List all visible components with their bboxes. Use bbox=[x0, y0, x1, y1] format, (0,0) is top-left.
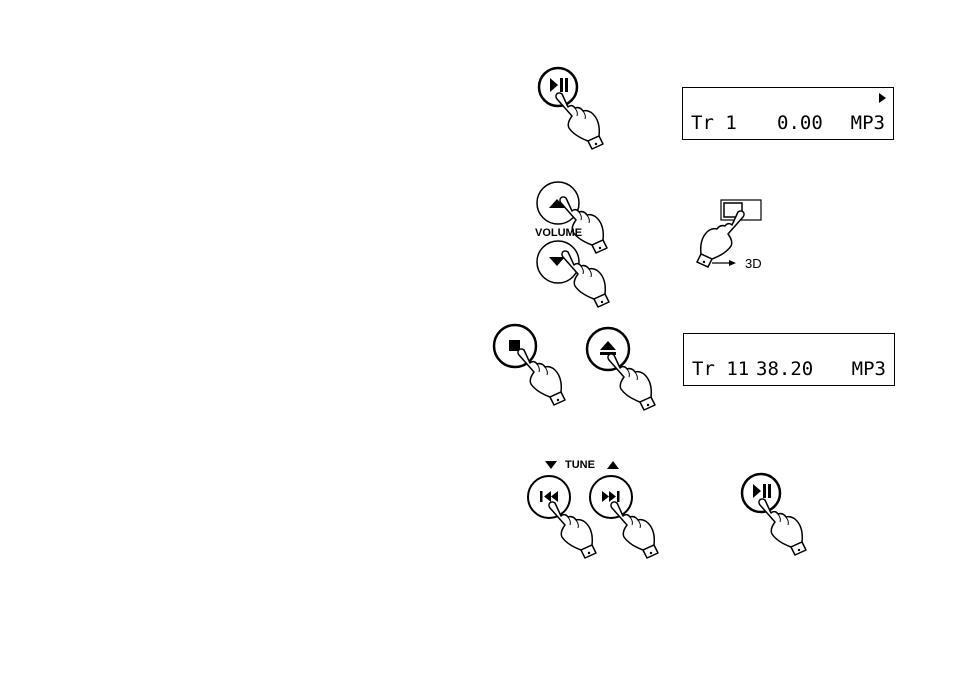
lcd-time: 38.20 bbox=[756, 358, 813, 380]
volume-label: VOLUME bbox=[535, 227, 582, 239]
play-pause-button-icon bbox=[539, 68, 603, 149]
pointing-hand-icon bbox=[518, 349, 565, 405]
tune-down-arrow-icon bbox=[545, 461, 557, 469]
play-triangle-icon bbox=[879, 93, 887, 103]
skip-forward-button-icon bbox=[590, 476, 658, 558]
lcd-display-2: Tr 11 38.20 MP3 bbox=[683, 333, 895, 386]
pointing-hand-icon bbox=[549, 502, 596, 558]
lcd-format: MP3 bbox=[851, 112, 885, 134]
lcd-track: Tr 11 bbox=[692, 358, 749, 380]
volume-up-button-icon bbox=[537, 182, 607, 253]
play-pause-button-icon bbox=[742, 474, 806, 555]
lcd-track: Tr 1 bbox=[691, 112, 737, 134]
tune-up-arrow-icon bbox=[607, 461, 619, 469]
stop-button-icon bbox=[494, 325, 565, 405]
skip-back-button-icon bbox=[528, 476, 596, 558]
3d-label: 3D bbox=[745, 256, 762, 271]
pointing-hand-icon bbox=[556, 93, 603, 149]
lcd-format: MP3 bbox=[852, 358, 886, 380]
pointing-hand-icon bbox=[759, 499, 806, 555]
tune-label: TUNE bbox=[565, 459, 595, 471]
pointing-hand-icon bbox=[611, 502, 658, 558]
eject-button-icon bbox=[587, 328, 655, 410]
lcd-time: 0.00 bbox=[777, 112, 823, 134]
pointing-hand-icon bbox=[608, 354, 655, 410]
lcd-display-1: Tr 1 0.00 MP3 bbox=[682, 87, 894, 140]
